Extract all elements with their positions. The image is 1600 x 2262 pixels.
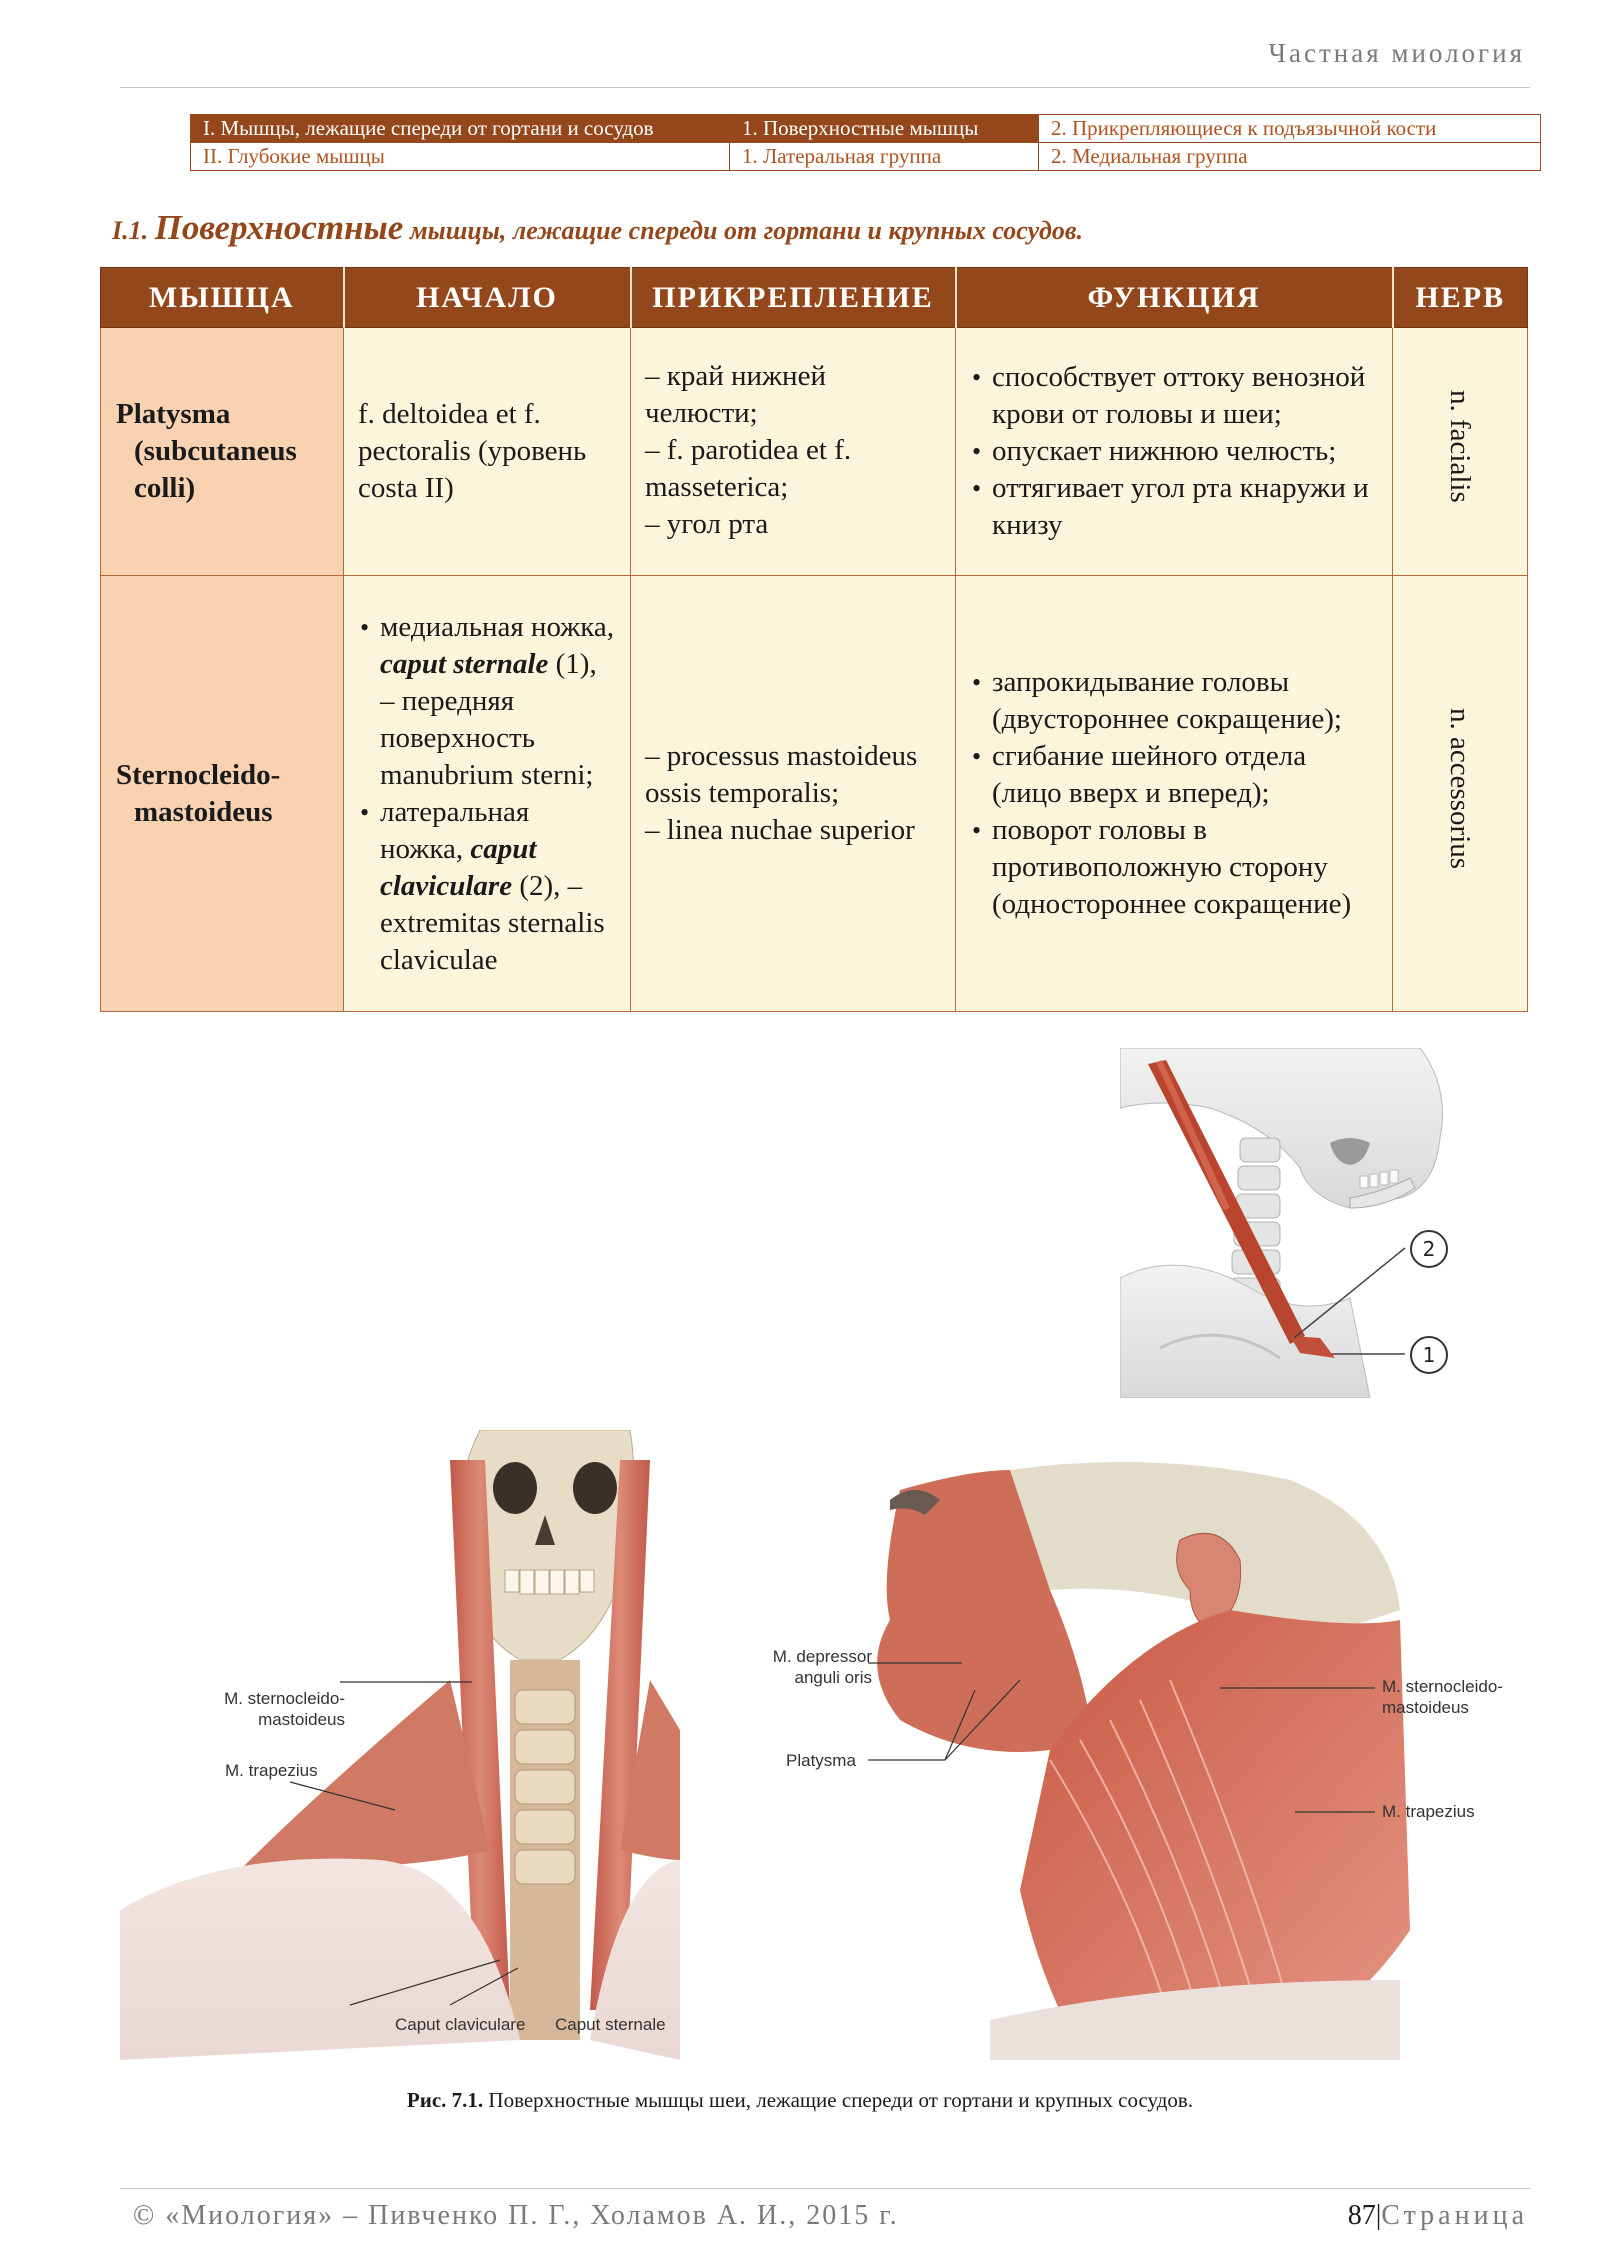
section-number: I.1. [112,216,149,245]
origin-term: caput sternale [380,647,549,680]
section-lead: Поверхностные [154,208,404,247]
figure-frontal-view: M. sternocleido- mastoideus M. trapezius… [120,1430,730,2060]
origin-text: латеральная ножка, [380,795,530,865]
muscle-origin: медиальная ножка, caput sternale (1), – … [343,575,631,1012]
label-depressor-anguli-oris: M. depressor anguli oris [772,1647,872,1687]
nav-cell-anterior-muscles[interactable]: I. Мышцы, лежащие спереди от гортани и с… [190,114,730,143]
origin-item: медиальная ножка, caput sternale (1), – … [358,609,616,794]
section-title: I.1. Поверхностные мышцы, лежащие сперед… [112,208,1083,248]
muscle-nerve: n. accessorius [1392,575,1528,1012]
nav-cell-superficial[interactable]: 1. Поверхностные мышцы [729,114,1039,143]
scm-skeleton-illustration [1120,1048,1443,1398]
origin-item: латеральная ножка, caput claviculare (2)… [358,794,616,979]
figure-scm-skeleton: 2 1 [1120,1048,1450,1398]
section-rest: мышцы, лежащие спереди от гортани и круп… [403,216,1084,245]
col-header-origin: НАЧАЛО [343,267,632,328]
function-item: оттягивает угол рта кнаружи и книзу [970,470,1378,544]
lateral-neck-illustration [868,1462,1410,2060]
label-side-scm: M. sternocleido- mastoideus [1382,1677,1503,1717]
function-item: сгибание шейного отдела (лицо вверх и вп… [970,738,1378,812]
nav-cell-lateral-group[interactable]: 1. Латеральная группа [729,142,1039,171]
muscle-function: запрокидывание головы (двустороннее сокр… [955,575,1393,1012]
table-row: Sternocleido- mastoideus медиальная ножк… [100,575,1528,1012]
function-item: способствует оттоку венозной крови от го… [970,359,1378,433]
muscle-name-line: Sternocleido- [116,758,281,791]
nav-cell-deep-muscles[interactable]: II. Глубокие мышцы [190,142,730,171]
header-rule [120,87,1530,88]
page-word: Страница [1381,2200,1528,2231]
origin-text: медиальная ножка, [380,610,615,643]
muscle-name-line: (subcutaneus [134,435,297,467]
nav-cell-medial-group[interactable]: 2. Медиальная группа [1038,142,1541,171]
function-item: запрокидывание головы (двустороннее сокр… [970,664,1378,738]
label-front-scm: M. sternocleido- mastoideus [224,1689,345,1729]
caption-label: Рис. 7.1. [406,2088,484,2112]
table-header-row: МЫШЦА НАЧАЛО ПРИКРЕПЛЕНИЕ ФУНКЦИЯ НЕРВ [100,267,1528,328]
label-caput-sternale: Caput sternale [555,2015,666,2034]
label-side-trapezius: M. trapezius [1382,1802,1475,1821]
col-header-function: ФУНКЦИЯ [955,267,1394,328]
callout-2: 2 [1410,1230,1448,1268]
label-front-trapezius: M. trapezius [225,1761,318,1780]
muscle-origin: f. deltoidea et f. pectoralis (уровень c… [343,327,631,576]
page-separator: | [1375,2200,1382,2231]
nerve-label: n. facialis [1444,390,1476,503]
footer-copyright: © «Миология» – Пивченко П. Г., Холамов А… [133,2200,899,2231]
section-navigation: I. Мышцы, лежащие спереди от гортани и с… [190,114,1541,171]
muscle-nerve: n. facialis [1392,327,1528,576]
footer-rule [120,2188,1530,2189]
insertion-item: – край нижней челюсти; [645,360,826,429]
muscle-insertion: – край нижней челюсти; – f. parotidea et… [630,327,956,576]
muscle-function: способствует оттоку венозной крови от го… [955,327,1393,576]
muscle-name: Sternocleido- mastoideus [100,575,344,1012]
muscle-table: МЫШЦА НАЧАЛО ПРИКРЕПЛЕНИЕ ФУНКЦИЯ НЕРВ P… [100,267,1528,1012]
origin-text: (2), – extremitas sternalis claviculae [380,869,605,976]
col-header-insertion: ПРИКРЕПЛЕНИЕ [630,267,957,328]
muscle-name-line: Platysma [116,398,231,430]
col-header-nerve: НЕРВ [1392,267,1528,328]
insertion-item: – f. parotidea et f. masseterica; [645,434,852,503]
footer-page: 87|Страница [1348,2200,1528,2232]
label-platysma: Platysma [786,1751,856,1770]
function-item: поворот головы в противоположную сторону… [970,812,1378,923]
running-head: Частная миология [1268,38,1525,68]
muscle-name: Platysma (subcutaneus colli) [100,327,344,576]
insertion-item: – linea nuchae superior [645,814,915,846]
figure-caption: Рис. 7.1. Поверхностные мышцы шеи, лежащ… [0,2088,1600,2113]
muscle-name-line: mastoideus [134,795,273,828]
caption-text: Поверхностные мышцы шеи, лежащие спереди… [483,2088,1194,2112]
figure-lateral-view: M. depressor anguli oris Platysma M. ste… [750,1460,1530,2060]
page-number: 87 [1347,2200,1376,2231]
frontal-neck-illustration [120,1430,680,2060]
col-header-muscle: МЫШЦА [100,267,345,328]
origin-text: (1), – передняя поверхность manubrium st… [380,647,597,791]
callout-1: 1 [1410,1336,1448,1374]
insertion-item: – угол рта [645,508,769,540]
muscle-insertion: – processus mastoideus ossis temporalis;… [630,575,956,1012]
insertion-item: – processus mastoideus ossis temporalis; [645,740,918,809]
table-row: Platysma (subcutaneus colli) f. deltoide… [100,327,1528,576]
nerve-label: n. accessorius [1444,707,1476,870]
nav-cell-hyoid[interactable]: 2. Прикрепляющиеся к подъязычной кости [1038,114,1541,143]
origin-term: caput claviculare [380,832,537,902]
muscle-name-line: colli) [134,472,196,504]
label-caput-claviculare: Caput claviculare [395,2015,526,2034]
function-item: опускает нижнюю челюсть; [970,433,1378,470]
